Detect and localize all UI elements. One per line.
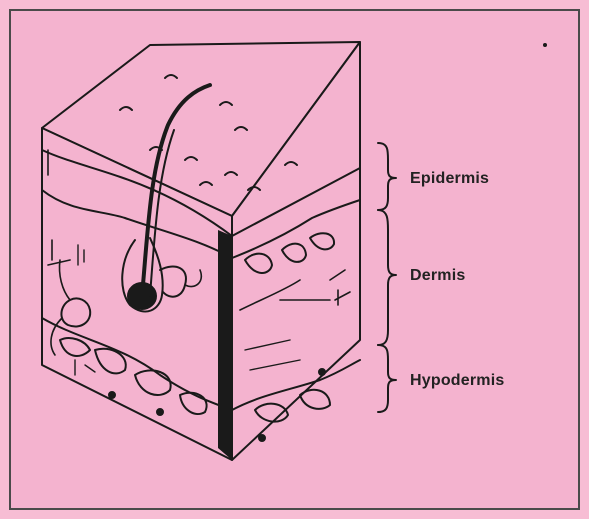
epidermis-brace bbox=[378, 143, 396, 210]
hypodermis-label: Hypodermis bbox=[410, 372, 504, 390]
dermis-brace bbox=[378, 210, 396, 345]
hypodermis-brace bbox=[378, 345, 396, 412]
dermis-label: Dermis bbox=[410, 267, 465, 285]
epidermis-label: Epidermis bbox=[410, 170, 489, 188]
